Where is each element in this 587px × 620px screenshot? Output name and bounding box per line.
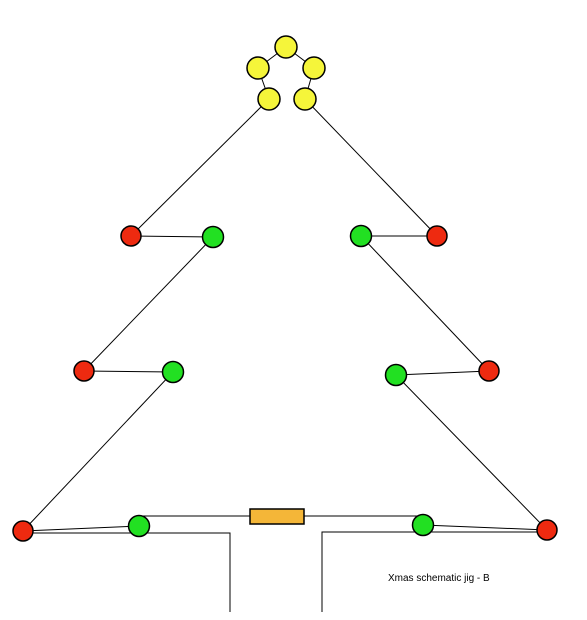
red-leds: [12, 225, 558, 542]
led-red-right-1: [426, 225, 448, 247]
wire-right-h-3: [422, 524, 548, 531]
led-red-left-2: [73, 360, 95, 382]
led-green-right-1: [349, 224, 373, 248]
wires: [22, 46, 548, 612]
led-yellow-upper-right: [302, 56, 326, 80]
star-leds: [246, 35, 326, 111]
wire-left-h-3: [22, 525, 140, 532]
wire-trunk-right: [321, 531, 547, 612]
led-green-right-3: [411, 513, 435, 537]
wire-right-diag-3: [395, 374, 548, 531]
led-red-left-3: [12, 520, 34, 542]
diagram-caption: Xmas schematic jig - B: [388, 573, 490, 584]
wire-left-diag-3: [22, 371, 174, 532]
led-green-left-1: [201, 225, 225, 249]
led-yellow-lower-left: [257, 87, 281, 111]
resistor: [249, 508, 305, 525]
wire-left-diag-2: [83, 236, 214, 372]
led-yellow-top: [274, 35, 298, 59]
led-yellow-upper-left: [246, 56, 270, 80]
led-red-right-2: [478, 360, 500, 382]
led-green-left-2: [161, 360, 185, 384]
wire-left-h-2: [83, 370, 174, 373]
led-red-left-1: [120, 225, 142, 247]
green-leds: [127, 224, 435, 538]
led-yellow-lower-right: [293, 87, 317, 111]
wire-right-diag-1: [304, 98, 438, 237]
wire-right-diag-2: [360, 235, 490, 372]
wire-left-h-1: [130, 235, 214, 238]
wire-left-diag-1: [130, 98, 270, 237]
led-green-left-3: [127, 514, 151, 538]
led-green-right-2: [384, 363, 408, 387]
wire-right-h-2: [395, 370, 490, 376]
led-red-right-3: [536, 519, 558, 541]
wire-trunk-left: [23, 532, 231, 612]
